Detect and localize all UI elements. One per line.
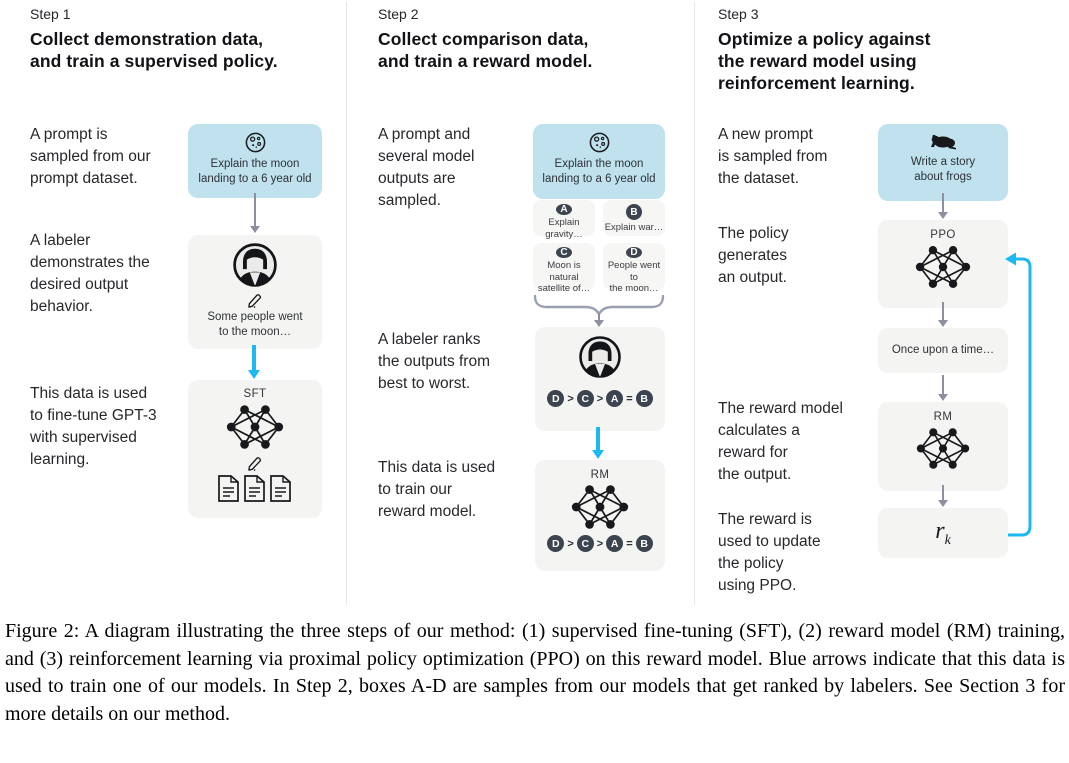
step3-text-prompt: A new prompt is sampled from the dataset… [718, 126, 828, 187]
rank-badge: B [635, 535, 653, 552]
rank-badge: A [606, 390, 624, 407]
step2-labeler-box: D > C > A = B [535, 327, 665, 431]
step2-heading: Collect comparison data, and train a rew… [378, 29, 593, 71]
ranking-row: D > C > A = B [547, 390, 653, 407]
ranking-row: D > C > A = B [547, 535, 653, 552]
rank-operator: > [596, 392, 604, 405]
train-arrow-icon [591, 427, 605, 459]
frog-icon [930, 134, 956, 150]
output-text-b: Explain war… [604, 222, 664, 233]
output-text-d: People went to the moon… [607, 260, 661, 294]
pencil-icon [247, 294, 261, 308]
step1-text-finetune: This data is used to fine-tune GPT-3 wit… [30, 385, 157, 468]
output-badge-d: D [626, 247, 642, 258]
neural-network-icon [915, 246, 971, 288]
arrow-down-icon [592, 313, 606, 327]
output-box-a: A Explain gravity… [533, 200, 595, 240]
column-divider [346, 2, 347, 605]
step1-sft-box: SFT [188, 380, 322, 518]
arrow-down-icon [936, 485, 950, 507]
neural-network-icon [226, 405, 284, 449]
arrow-down-icon [248, 193, 262, 233]
step1-label: Step 1 [30, 6, 71, 22]
step2-prompt-text: Explain the moon landing to a 6 year old [542, 158, 656, 185]
sft-label: SFT [243, 388, 267, 400]
step2-text-ranks: A labeler ranks the outputs from best to… [378, 331, 491, 392]
rank-operator: > [596, 537, 604, 550]
moon-icon [589, 132, 609, 153]
output-box-d: D People went to the moon… [603, 243, 665, 294]
output-text-a: Explain gravity… [545, 217, 583, 240]
output-badge-c: C [556, 247, 572, 258]
output-box-b: B Explain war… [603, 200, 665, 236]
labeler-avatar-icon [579, 336, 621, 378]
step3-ppo-box: PPO [878, 220, 1008, 308]
step1-text-labeler: A labeler demonstrates the desired outpu… [30, 232, 150, 315]
moon-icon [245, 132, 265, 153]
arrow-down-icon [936, 193, 950, 219]
step3-text-reward: The reward model calculates a reward for… [718, 400, 843, 483]
brace-icon [533, 295, 665, 315]
output-text-c: Moon is natural satellite of… [537, 260, 591, 294]
neural-network-icon [916, 428, 970, 469]
step3-rm-box: RM [878, 402, 1008, 491]
step2-rm-box: RM D > C > A = B [535, 460, 665, 571]
rm-label: RM [933, 411, 953, 423]
step2-prompt-box: Explain the moon landing to a 6 year old [533, 124, 665, 199]
train-arrow-icon [247, 345, 261, 379]
step1-demonstration-text: Some people went to the moon… [207, 311, 303, 338]
step3-output-text: Once upon a time… [891, 344, 995, 356]
step3-text-policy: The policy generates an output. [718, 225, 789, 286]
figure-caption: Figure 2: A diagram illustrating the thr… [5, 620, 1065, 725]
rank-badge: B [635, 390, 653, 407]
step3-text-update: The reward is used to update the policy … [718, 511, 821, 594]
rm-label: RM [590, 469, 610, 481]
step3-label: Step 3 [718, 6, 759, 22]
neural-network-icon [571, 485, 629, 529]
rank-badge: D [547, 390, 565, 407]
output-box-c: C Moon is natural satellite of… [533, 243, 595, 294]
step2-text-sampled: A prompt and several model outputs are s… [378, 126, 475, 209]
rank-operator: = [626, 392, 633, 405]
output-badge-a: A [556, 204, 572, 215]
step1-prompt-text: Explain the moon landing to a 6 year old [198, 158, 312, 185]
labeler-avatar-icon [233, 243, 277, 287]
rank-operator: > [567, 392, 574, 405]
step1-heading: Collect demonstration data, and train a … [30, 29, 278, 71]
pencil-icon [247, 457, 261, 471]
arrow-down-icon [936, 302, 950, 327]
rank-badge: D [547, 535, 565, 552]
output-badge-b: B [626, 204, 642, 220]
arrow-down-icon [936, 375, 950, 401]
step3-output-box: Once upon a time… [878, 328, 1008, 373]
step3-heading: Optimize a policy against the reward mod… [718, 29, 931, 93]
rank-badge: A [606, 535, 624, 552]
rank-operator: = [626, 537, 633, 550]
documents-icon [218, 475, 291, 502]
ppo-label: PPO [930, 229, 956, 241]
step3-reward-box: rk [878, 508, 1008, 558]
column-divider [694, 2, 695, 605]
step1-prompt-box: Explain the moon landing to a 6 year old [188, 124, 322, 198]
rank-badge: C [576, 390, 594, 407]
step3-prompt-text: Write a story about frogs [910, 156, 976, 183]
step2-label: Step 2 [378, 6, 419, 22]
reward-value: rk [935, 517, 951, 548]
step1-labeler-box: Some people went to the moon… [188, 235, 322, 349]
feedback-loop-arrow-icon [1005, 252, 1032, 537]
step1-text-prompt: A prompt is sampled from our prompt data… [30, 126, 151, 187]
rank-badge: C [576, 535, 594, 552]
step2-text-train: This data is used to train our reward mo… [378, 459, 496, 520]
step3-prompt-box: Write a story about frogs [878, 124, 1008, 201]
rank-operator: > [567, 537, 574, 550]
